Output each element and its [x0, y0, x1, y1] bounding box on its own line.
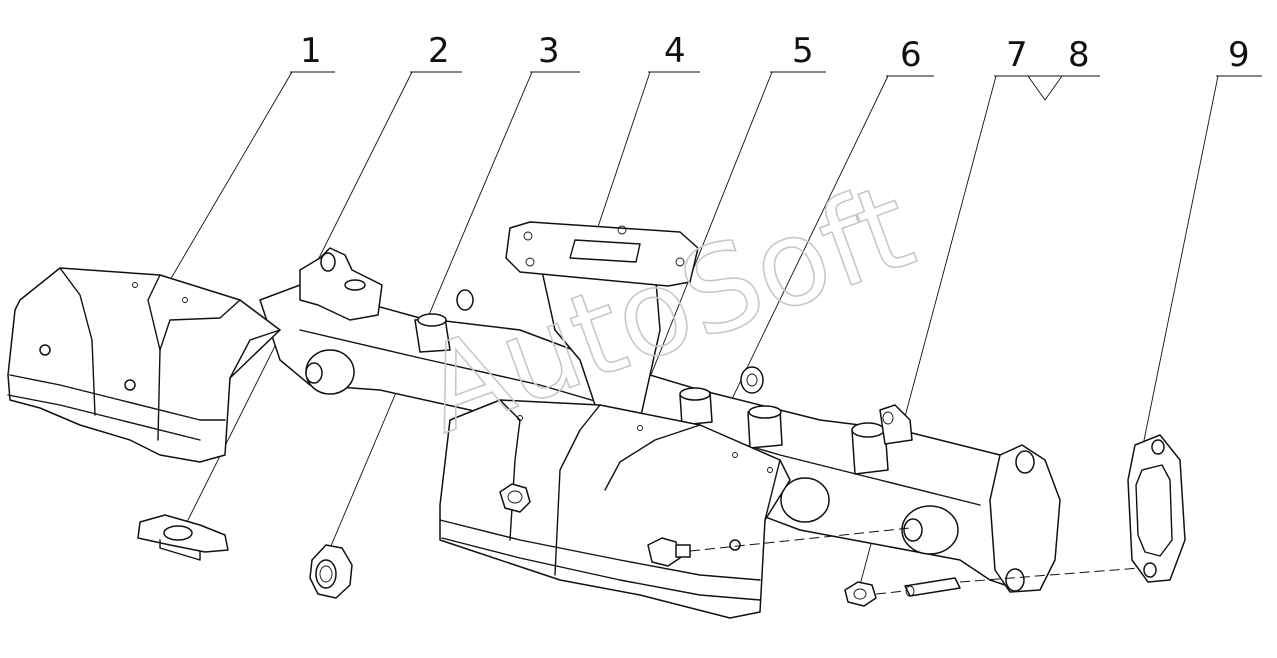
heat-shield-right: [439, 399, 791, 619]
callout-1: 1: [300, 31, 322, 71]
flange-gasket: [1127, 434, 1186, 583]
callout-9: 9: [1228, 35, 1250, 75]
callout-8: 8: [1068, 35, 1090, 75]
callout-6: 6: [900, 35, 922, 75]
callout-4: 4: [664, 31, 686, 71]
callout-7: 7: [1006, 35, 1028, 75]
nut-and-stud: [844, 567, 1141, 607]
callout-2: 2: [428, 31, 450, 71]
heat-shield-left: [7, 267, 281, 463]
callout-3: 3: [538, 31, 560, 71]
spacer-bushing: [309, 544, 353, 599]
bolt: [647, 527, 911, 567]
callout-5: 5: [792, 31, 814, 71]
callout-labels: 1 2 3 4 5 6 7 8 9: [300, 31, 1250, 75]
gasket-small: [137, 514, 229, 561]
